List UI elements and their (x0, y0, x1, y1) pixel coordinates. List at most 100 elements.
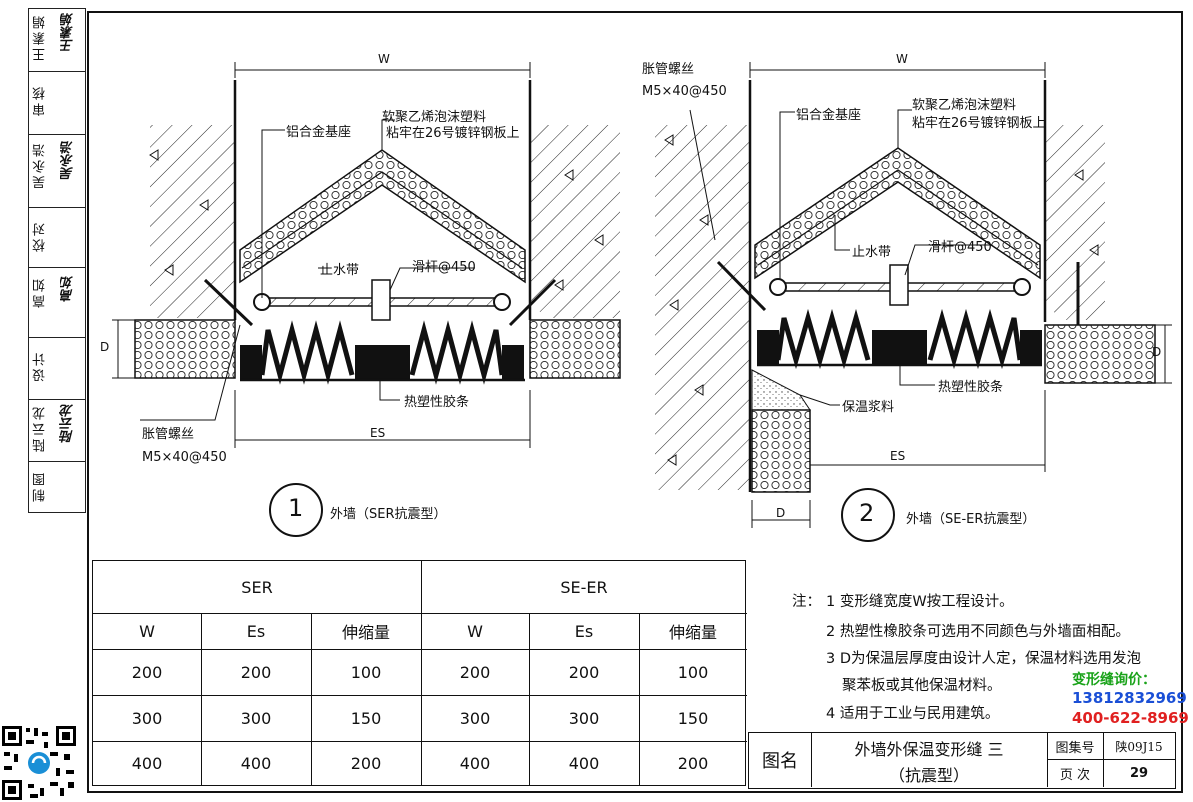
table-divider (93, 613, 747, 614)
table-divider (93, 695, 747, 696)
table-divider (311, 613, 312, 785)
title-divider (1103, 733, 1104, 787)
d2-number: 2 (859, 499, 875, 527)
note-item: 2 热塑性橡胶条可选用不同颜色与外墙面相配。 (826, 624, 1130, 640)
signoff-role: 设计 (33, 350, 48, 382)
signoff-role: 吴永浩 (33, 141, 48, 189)
note-item: 4 适用于工业与民用建筑。 (826, 706, 1000, 722)
qr-code (0, 724, 78, 802)
title-divider (811, 733, 812, 787)
page-label: 页 次 (1059, 767, 1091, 783)
signoff-strip: 王素娟 王素娟 审核 吴永浩 吴永浩 校对 高如 高如 设计 陆云龙 陆云龙 制… (28, 8, 86, 513)
signoff-row: 校对 (29, 208, 85, 268)
table-cell: 400 (459, 753, 491, 773)
table-cell: 200 (459, 662, 491, 682)
table-cell: 200 (131, 662, 163, 682)
signoff-role: 高如 (33, 276, 48, 308)
table-cell: 400 (240, 753, 272, 773)
table-group-header: SE-ER (560, 577, 608, 597)
signoff-row: 设计 (29, 338, 85, 400)
title-block: 图名 外墙外保温变形缝 三 （抗震型） 图集号 陕09J15 页 次 29 (748, 732, 1176, 789)
title-divider (1047, 759, 1175, 760)
hotline-phone-2: 400-622-8969 (1072, 709, 1189, 727)
d2-foam-label-1: 软聚乙烯泡沫塑料 (912, 98, 1017, 113)
atlas-label: 图集号 (1055, 740, 1095, 756)
spec-table: SER SE-ER W Es 伸缩量 W Es 伸缩量 200 200 100 … (92, 560, 747, 786)
signoff-row: 王素娟 王素娟 (29, 9, 85, 72)
detail-1-drawing (112, 62, 621, 537)
signoff-row: 高如 高如 (29, 268, 85, 338)
d2-d-label: D (1152, 345, 1162, 359)
table-divider (93, 741, 747, 742)
atlas-number: 陕09J15 (1115, 739, 1163, 754)
table-cell: 200 (568, 662, 600, 682)
table-cell: 100 (677, 662, 709, 682)
d2-w-label: W (896, 52, 908, 66)
drawing-subtitle: （抗震型） (888, 766, 969, 785)
table-header-cell: 伸缩量 (341, 623, 390, 642)
d2-waterstop-label: 止水带 (852, 245, 892, 260)
d1-base-label: 铝合金基座 (286, 125, 352, 140)
d1-rubber-label: 热塑性胶条 (404, 395, 470, 410)
table-cell: 400 (568, 753, 600, 773)
table-header-cell: Es (574, 621, 594, 641)
signoff-signature: 王素娟 (61, 13, 76, 52)
table-cell: 200 (240, 662, 272, 682)
d2-bolt-label-1: 胀管螺丝 (642, 62, 695, 77)
d2-slider-label: 滑杆@450 (928, 240, 992, 255)
drawing-title: 外墙外保温变形缝 三 (854, 740, 1004, 759)
table-cell: 300 (568, 708, 600, 728)
detail-2-drawing (655, 62, 1172, 542)
d2-caption: 外墙（SE-ER抗震型） (906, 512, 1036, 527)
table-cell: 300 (240, 708, 272, 728)
table-cell: 300 (131, 708, 163, 728)
signoff-row: 制图 (29, 462, 85, 512)
d1-waterstop-label: 止水带 (320, 263, 360, 278)
d1-bolt-label-2: M5×40@450 (142, 450, 227, 465)
table-divider (639, 613, 640, 785)
signoff-role: 陆云龙 (33, 404, 48, 452)
d2-rubber-label: 热塑性胶条 (938, 380, 1004, 395)
title-divider (1047, 733, 1048, 787)
table-divider (421, 561, 422, 785)
table-divider (529, 613, 530, 785)
d1-d-label: D (100, 340, 110, 354)
signoff-signature: 陆云龙 (61, 404, 76, 443)
signoff-row: 陆云龙 陆云龙 (29, 400, 85, 462)
d2-mortar-label: 保温浆料 (842, 400, 895, 415)
d2-es-label: ES (890, 449, 906, 463)
table-cell: 400 (131, 753, 163, 773)
d2-bolt-label-2: M5×40@450 (642, 84, 727, 99)
title-name-label: 图名 (762, 751, 798, 772)
d1-caption: 外墙（SER抗震型） (330, 507, 447, 522)
d1-es-label: ES (370, 426, 386, 440)
table-cell: 100 (350, 662, 382, 682)
table-header-cell: W (139, 621, 155, 641)
d1-w-label: W (378, 52, 390, 66)
table-cell: 200 (677, 753, 709, 773)
signoff-role: 王素娟 (33, 13, 48, 61)
d1-foam-label-1: 软聚乙烯泡沫塑料 (382, 110, 487, 125)
page-number: 29 (1129, 765, 1149, 781)
signoff-role: 校对 (33, 220, 48, 252)
hotline-title: 变形缝询价： (1072, 672, 1156, 688)
note-item: 3 D为保温层厚度由设计人定，保温材料选用发泡 (826, 651, 1141, 667)
table-header-cell: Es (246, 621, 266, 641)
note-item: 1 变形缝宽度W按工程设计。 (826, 594, 1014, 610)
table-header-cell: 伸缩量 (668, 623, 717, 642)
table-divider (201, 613, 202, 785)
signoff-signature: 吴永浩 (61, 141, 76, 180)
signoff-row: 审核 (29, 72, 85, 135)
d2-base-label: 铝合金基座 (796, 108, 862, 123)
signoff-role: 审核 (33, 84, 48, 116)
table-cell: 200 (350, 753, 382, 773)
table-cell: 300 (459, 708, 491, 728)
table-header-cell: W (467, 621, 483, 641)
d2-foam-label-2: 粘牢在26号镀锌钢板上 (912, 116, 1046, 131)
d2-d2-label: D (776, 506, 786, 520)
table-cell: 150 (350, 708, 382, 728)
table-cell: 150 (677, 708, 709, 728)
d1-slider-label: 滑杆@450 (412, 260, 476, 275)
table-divider (93, 649, 747, 650)
